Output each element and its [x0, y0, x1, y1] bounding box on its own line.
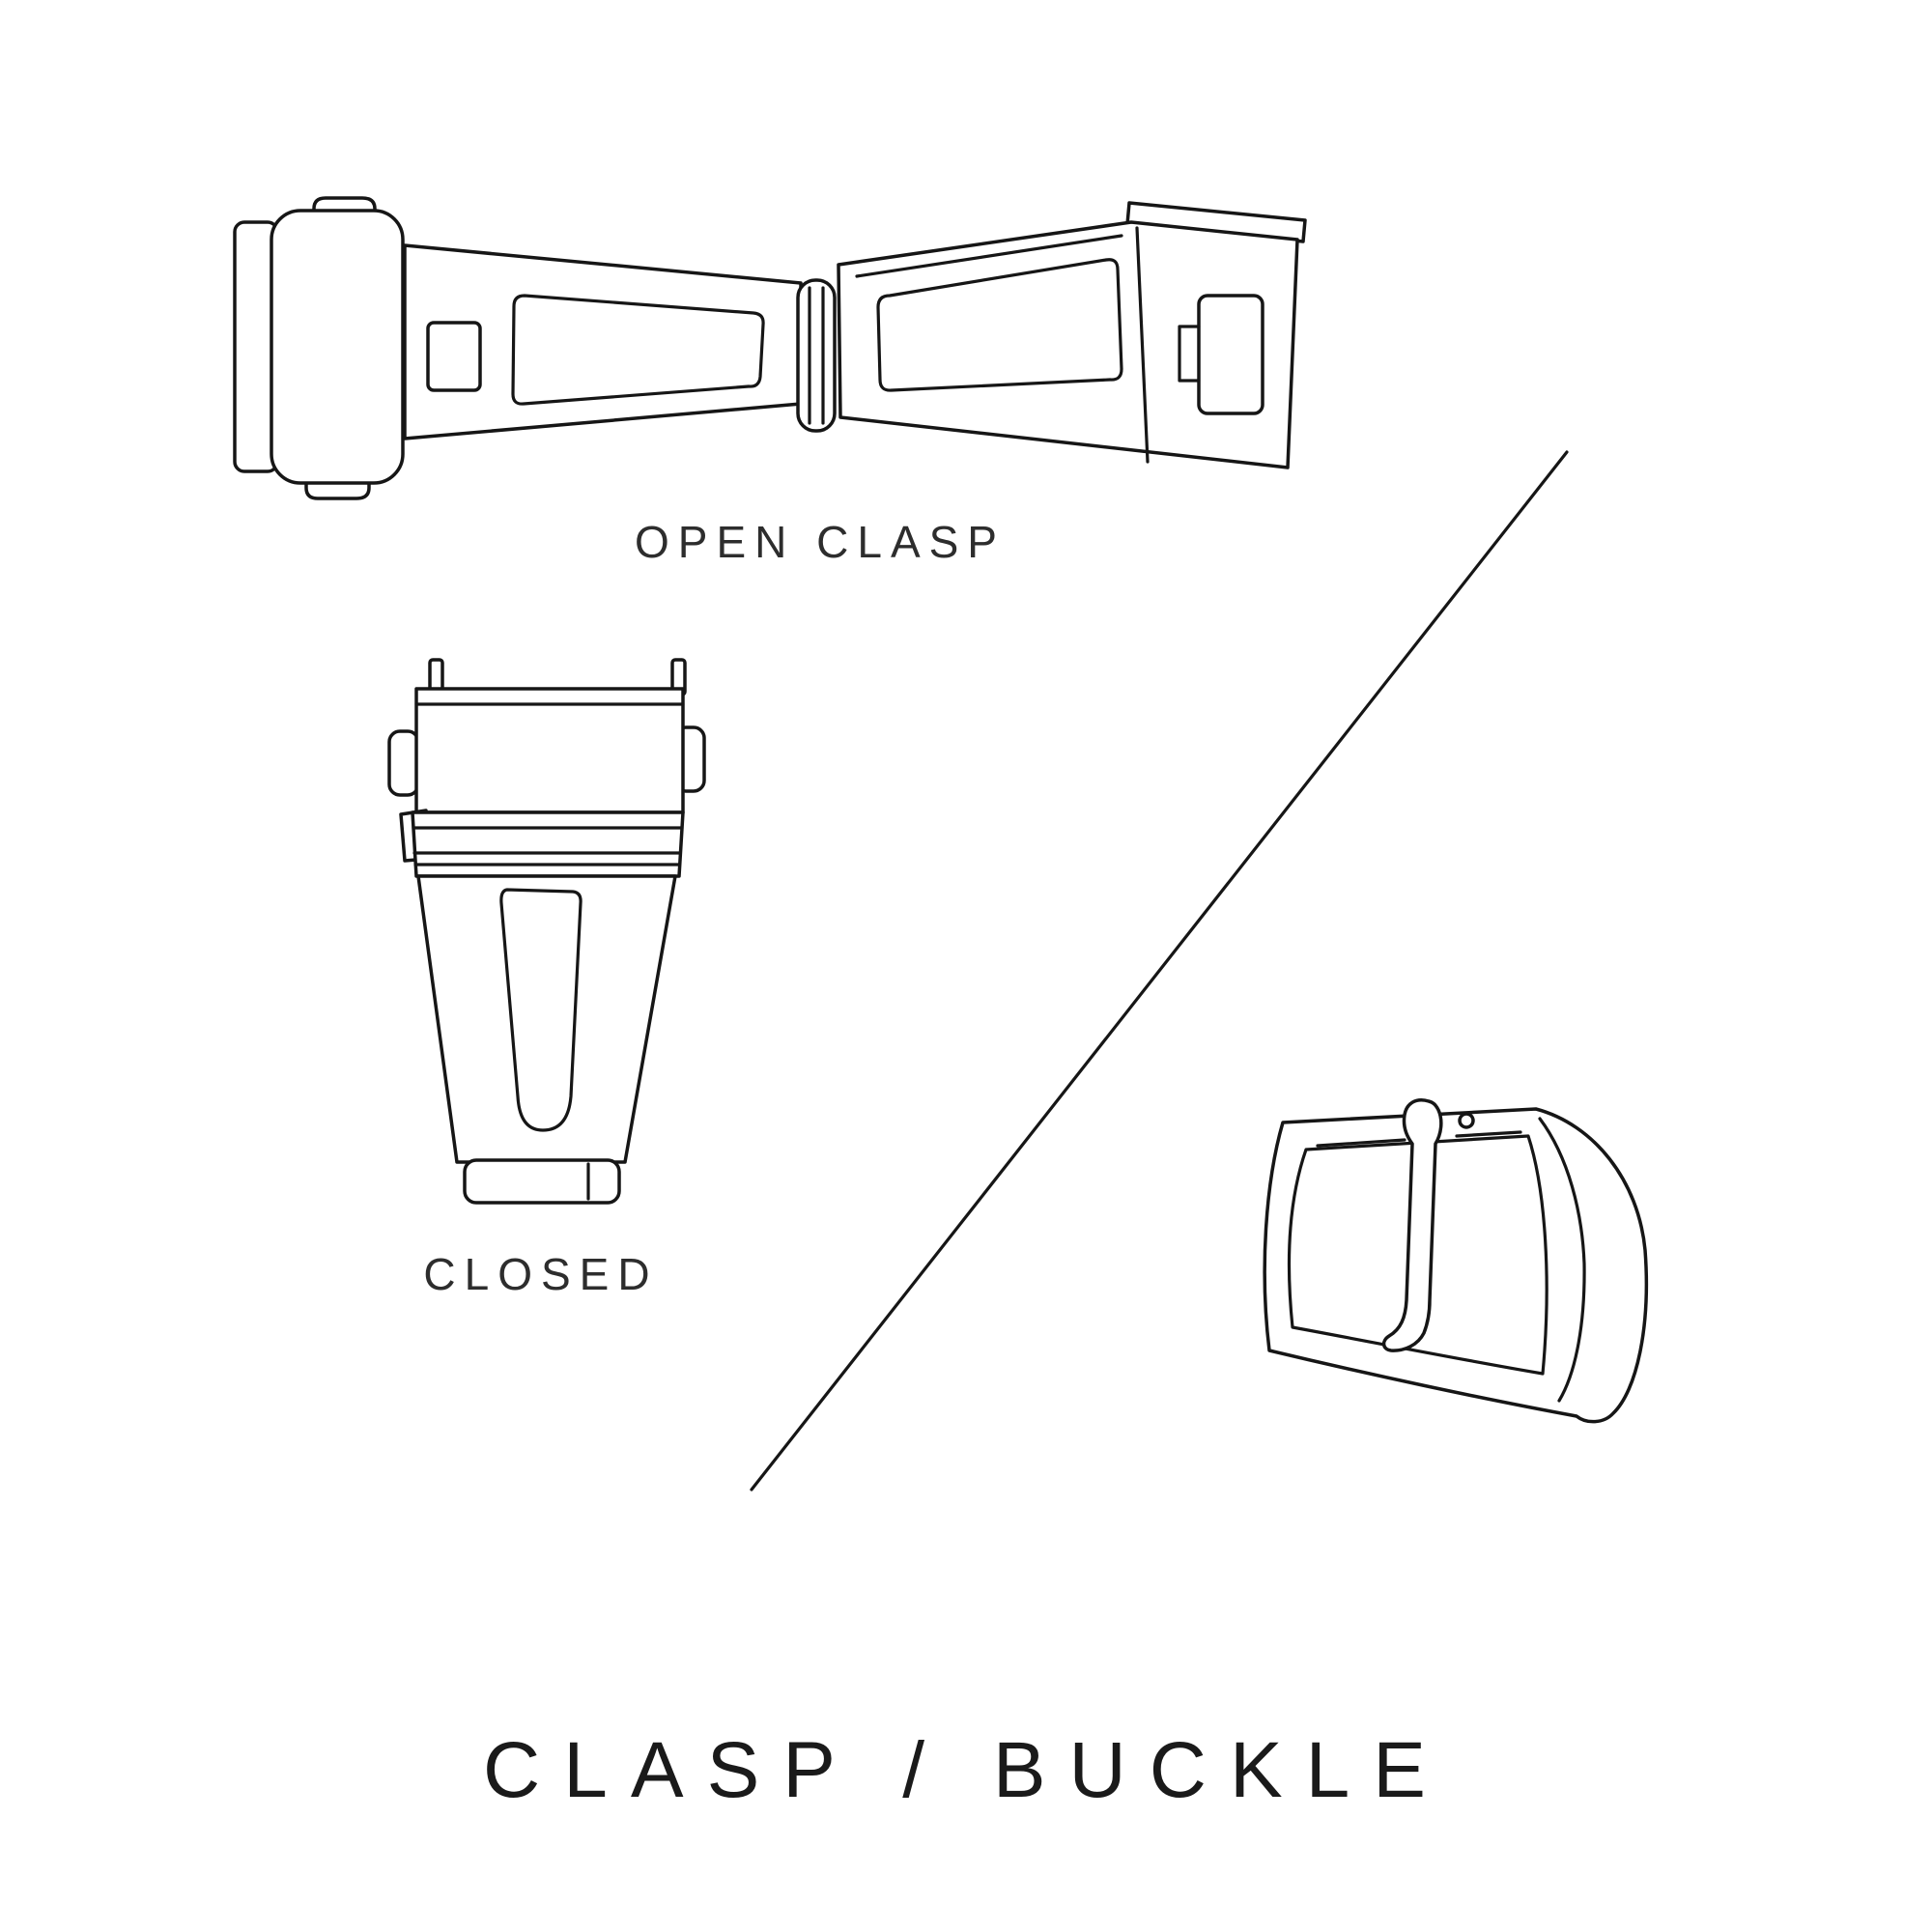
closed-band: [411, 810, 685, 878]
open-clasp-illustration: [233, 196, 1307, 500]
closed-clasp-label: CLOSED: [423, 1249, 659, 1299]
clasp-right-panel: [876, 258, 1123, 392]
buckle-springbar-left: [1316, 1138, 1406, 1148]
page-title: CLASP / BUCKLE: [483, 1726, 1449, 1814]
clasp-cover: [270, 209, 405, 485]
buckle-band-edge: [1538, 1117, 1586, 1403]
closed-body: [416, 874, 677, 1164]
divider-line: [750, 450, 1569, 1492]
closed-slot: [499, 888, 582, 1132]
clasp-right-blade: [837, 220, 1299, 469]
open-clasp-label: OPEN CLASP: [635, 517, 1006, 567]
clasp-right-hole: [1197, 294, 1264, 415]
closed-bottom-bar: [463, 1158, 621, 1205]
buckle-illustration: [1263, 1098, 1649, 1424]
closed-clasp-illustration: [387, 658, 706, 1205]
buckle-springbar-right: [1455, 1130, 1522, 1138]
buckle-tang-loop: [1458, 1112, 1475, 1129]
clasp-hinge: [796, 278, 837, 433]
buckle-frame: [1263, 1107, 1649, 1424]
clasp-right-seam: [1135, 226, 1150, 464]
buckle-opening: [1287, 1134, 1548, 1376]
closed-top-box: [414, 687, 685, 814]
closed-ear-left: [387, 729, 420, 797]
clasp-right-tab: [1125, 201, 1307, 243]
clasp-left-panel: [511, 294, 765, 406]
clasp-right-hook: [1178, 325, 1201, 383]
clasp-right-fold-line: [855, 234, 1123, 278]
buckle-tang: [1381, 1098, 1443, 1352]
clasp-bottom-bump: [304, 479, 371, 500]
clasp-hook-notch: [426, 321, 482, 392]
